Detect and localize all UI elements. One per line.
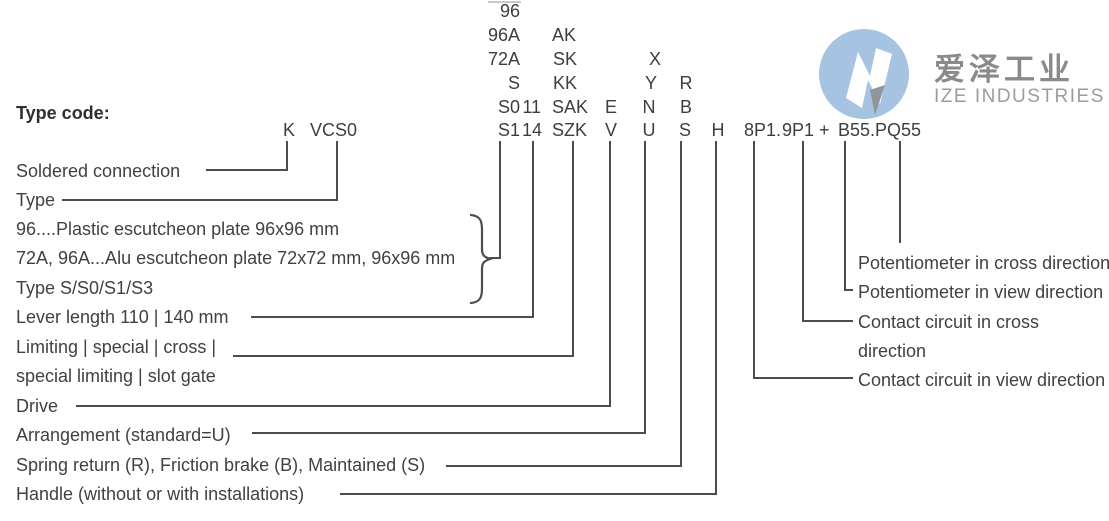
page-title: Type code: bbox=[16, 103, 110, 123]
code-main-szk: SZK bbox=[552, 120, 588, 140]
label-spring-return: Spring return (R), Friction brake (B), M… bbox=[16, 455, 426, 475]
label-drive: Drive bbox=[16, 396, 59, 416]
label-type-variants: Type S/S0/S1/S3 bbox=[16, 278, 154, 298]
label-alu-plate: 72A, 96A...Alu escutcheon plate 72x72 mm… bbox=[16, 248, 456, 268]
code-main-14: 14 bbox=[521, 120, 542, 140]
connector-line bbox=[336, 141, 338, 201]
connector-line bbox=[489, 257, 501, 259]
connector-line bbox=[76, 405, 611, 407]
connector-line bbox=[340, 493, 717, 495]
connector-line bbox=[802, 141, 804, 322]
curly-brace bbox=[469, 213, 494, 305]
connector-line bbox=[753, 377, 853, 379]
logo-chinese-text: 爱泽工业 bbox=[934, 52, 1074, 87]
label-limiting-line1: Limiting | special | cross | bbox=[16, 337, 217, 357]
code-token-gate-ak: AK bbox=[552, 25, 577, 45]
connector-line bbox=[206, 169, 288, 171]
label-handle: Handle (without or with installations) bbox=[16, 484, 305, 504]
code-token-arr-x: X bbox=[648, 49, 662, 69]
cropped-text-artifact bbox=[488, 1, 521, 3]
connector-line bbox=[844, 289, 853, 291]
connector-line bbox=[680, 141, 682, 467]
code-token-gate-sk: SK bbox=[553, 49, 578, 69]
code-token-plate-72a: 72A bbox=[487, 49, 520, 69]
label-potentiometer-cross: Potentiometer in cross direction bbox=[858, 253, 1109, 273]
code-main-vcs0: VCS0 bbox=[310, 120, 358, 140]
code-token-plate-s: S bbox=[507, 73, 520, 93]
code-token-plate-96: 96 bbox=[499, 1, 520, 21]
label-lever-length: Lever length 110 | 140 mm bbox=[16, 307, 229, 327]
connector-line bbox=[446, 465, 682, 467]
connector-line bbox=[802, 320, 853, 322]
connector-line bbox=[644, 141, 646, 434]
code-main-s: S bbox=[678, 120, 692, 140]
label-plastic-plate: 96....Plastic escutcheon plate 96x96 mm bbox=[16, 219, 340, 239]
label-type: Type bbox=[16, 190, 56, 210]
code-token-ret-b: B bbox=[679, 97, 693, 117]
logo-english-text: IZE INDUSTRIES bbox=[934, 86, 1105, 107]
connector-line bbox=[715, 141, 717, 495]
label-soldered-connection: Soldered connection bbox=[16, 161, 181, 181]
label-arrangement: Arrangement (standard=U) bbox=[16, 425, 231, 445]
code-token-gate-sak: SAK bbox=[552, 97, 589, 117]
connector-line bbox=[753, 141, 755, 379]
code-token-plate-96a: 96A bbox=[487, 25, 520, 45]
connector-line bbox=[286, 141, 288, 171]
label-limiting-line2: special limiting | slot gate bbox=[16, 366, 216, 386]
connector-line bbox=[62, 199, 338, 201]
code-token-arr-y: Y bbox=[644, 73, 658, 93]
connector-line bbox=[572, 141, 574, 357]
label-contact-view: Contact circuit in view direction bbox=[858, 370, 1106, 390]
code-main-s1: S1 bbox=[497, 120, 520, 140]
connector-line bbox=[251, 316, 534, 318]
connector-line bbox=[609, 141, 611, 407]
code-token-drive-e: E bbox=[604, 97, 618, 117]
connector-line bbox=[532, 141, 534, 318]
label-potentiometer-view: Potentiometer in view direction bbox=[858, 282, 1104, 302]
ize-logo-icon bbox=[819, 29, 909, 119]
connector-line bbox=[233, 355, 574, 357]
code-token-ret-r: R bbox=[679, 73, 693, 93]
connector-line bbox=[899, 141, 901, 243]
connector-line bbox=[252, 432, 646, 434]
code-main-u: U bbox=[642, 120, 656, 140]
code-main-9p1: 9P1 + bbox=[782, 120, 830, 140]
label-contact-cross-line2: direction bbox=[858, 341, 927, 361]
connector-line bbox=[844, 141, 846, 291]
code-main-k: K bbox=[282, 120, 296, 140]
code-token-plate-s0: S0 bbox=[497, 97, 520, 117]
code-token-gate-kk: KK bbox=[553, 73, 578, 93]
connector-line bbox=[499, 141, 501, 259]
code-main-8p1: 8P1. bbox=[744, 120, 782, 140]
code-main-h: H bbox=[711, 120, 725, 140]
code-token-arr-n: N bbox=[642, 97, 656, 117]
code-token-length-11: 11 bbox=[522, 97, 541, 117]
code-main-v: V bbox=[604, 120, 618, 140]
label-contact-cross-line1: Contact circuit in cross bbox=[858, 312, 1040, 332]
code-main-b55pq55: B55.PQ55 bbox=[838, 120, 922, 140]
